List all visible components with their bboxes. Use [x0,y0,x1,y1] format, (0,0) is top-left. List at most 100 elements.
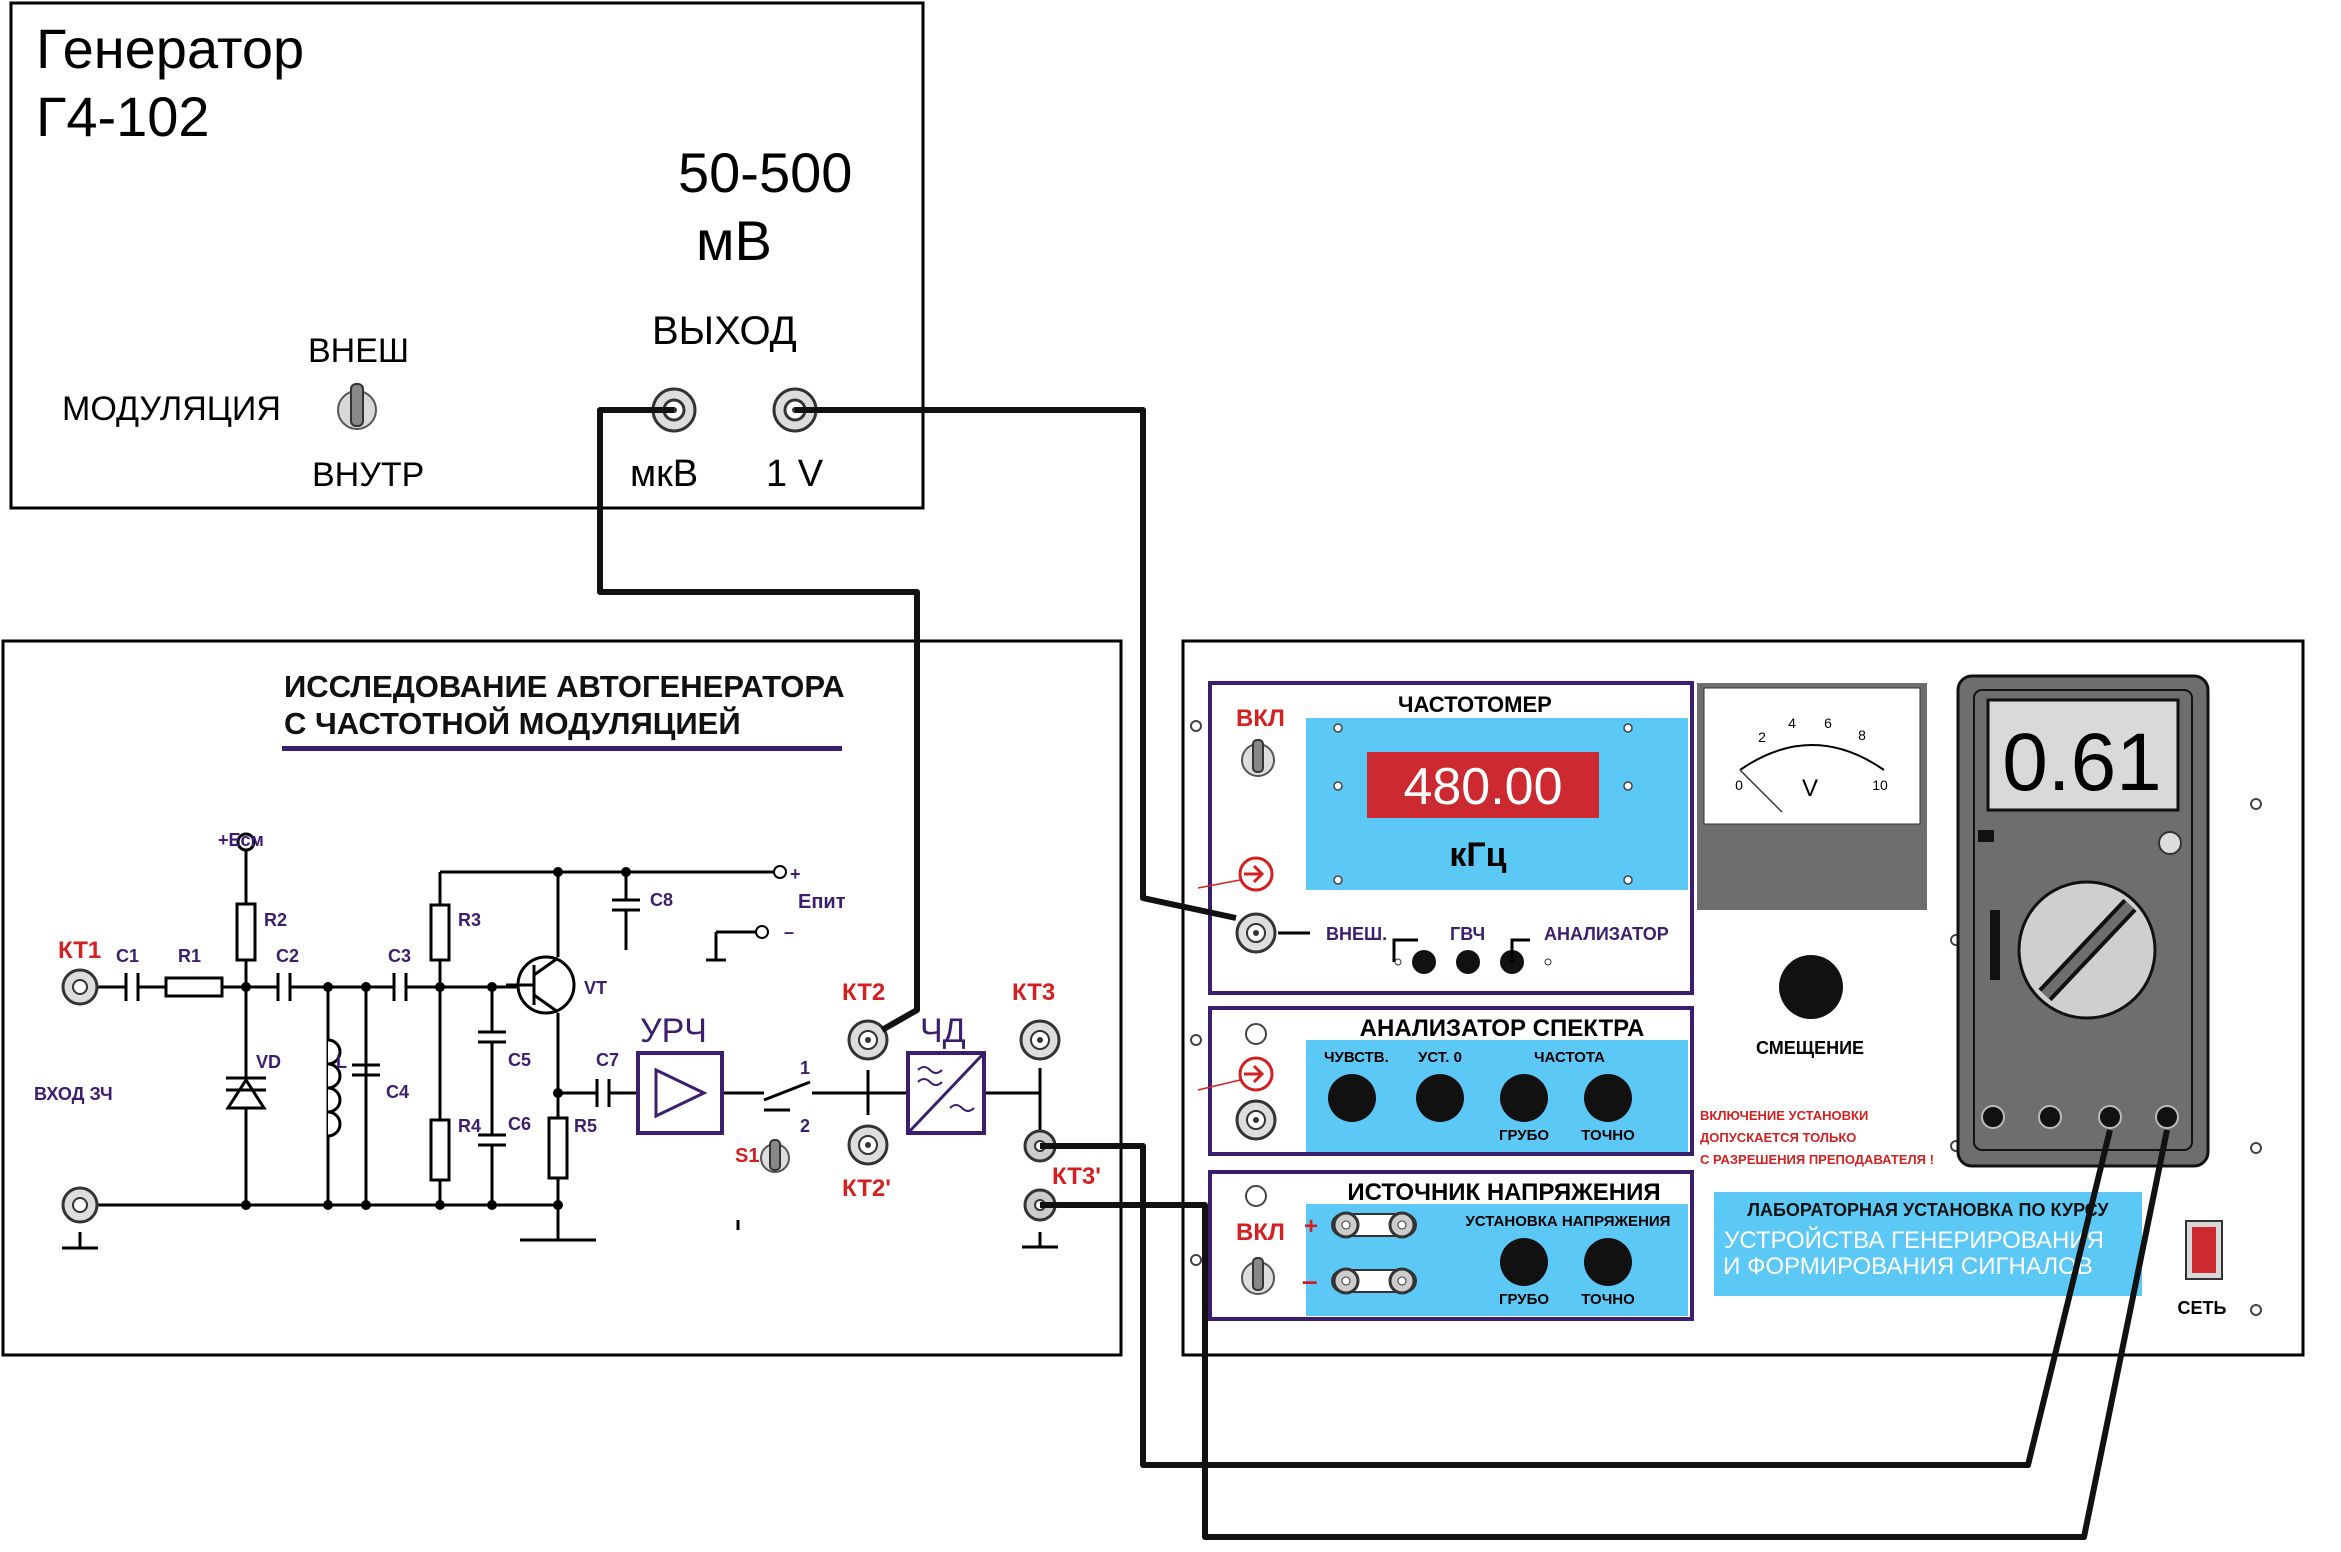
supply-plus-terminals[interactable] [1331,1211,1417,1239]
jack-kt2-icon[interactable] [847,1019,889,1061]
modulation-ext-label: ВНЕШ [308,332,409,370]
freq-ext-jack-icon[interactable] [1235,912,1277,954]
voltage-supply-panel: ИСТОЧНИК НАПРЯЖЕНИЯ ВКЛ + – УСТАНОВКА НА… [1208,1170,1694,1321]
cable-gen-1v-to-freq-ext [795,407,1237,921]
inductor-l-icon [327,1038,342,1138]
cable-gen-mkv-to-kt2 [597,407,920,1033]
label-r3: R3 [458,910,481,930]
spectrum-title: АНАЛИЗАТОР СПЕКТРА [1360,1015,1645,1042]
voltmeter-unit: V [1802,775,1818,802]
freq-source-selector[interactable] [1392,938,1552,974]
label-c2: C2 [276,946,299,966]
label-c4: C4 [386,1082,409,1102]
supply-fine-knob[interactable] [1584,1238,1632,1286]
freq-meter-on-label: ВКЛ [1236,705,1285,732]
generator-title-2: Г4-102 [36,85,210,148]
notice-line-3: С РАЗРЕШЕНИЯ ПРЕПОДАВАТЕЛЯ ! [1700,1152,1934,1167]
modulation-label: МОДУЛЯЦИЯ [62,390,281,428]
jack-kt3-icon[interactable] [1019,1019,1061,1061]
switch-pos-1: 1 [800,1058,810,1078]
input-zch-label: ВХОД ЗЧ [34,1084,113,1104]
multimeter-range-dial[interactable] [2017,880,2157,1020]
spectrum-sens-knob[interactable] [1328,1074,1376,1122]
generator-output-label: ВЫХОД [652,309,797,353]
generator-title-1: Генератор [36,17,304,80]
supply-fine-label: ТОЧНО [1581,1291,1635,1308]
frequency-meter-panel: ЧАСТОТОМЕР ВКЛ 480.00 кГц [1197,681,1694,995]
spectrum-input-jack-icon[interactable] [1235,1099,1277,1141]
voltmeter-tick-8: 8 [1858,727,1866,743]
cable-kt3p-to-multimeter [1040,1129,2170,1540]
voltmeter-tick-2: 2 [1758,729,1766,745]
voltmeter-tick-6: 6 [1824,715,1832,731]
jack-kt2p-icon[interactable] [847,1124,889,1166]
voltmeter-tick-10: 10 [1872,777,1888,793]
resistor-r4 [429,1118,451,1182]
lab-plate-line-2: УСТРОЙСТВА ГЕНЕРИРОВАНИЯ [1724,1226,2104,1254]
supply-on-label: ВКЛ [1236,1219,1285,1246]
supply-coarse-label: ГРУБО [1499,1291,1549,1308]
supply-set-label: УСТАНОВКА НАПРЯЖЕНИЯ [1466,1213,1671,1230]
spectrum-zero-knob[interactable] [1416,1074,1464,1122]
bias-knob[interactable] [1779,955,1843,1019]
generator-range-unit: мВ [696,209,772,272]
kt2-label: КТ2 [842,979,885,1006]
transistor-vt-icon [506,955,576,1015]
jack-kt1-icon[interactable] [61,968,99,1006]
switch-s1-toggle[interactable] [760,1139,790,1173]
spectrum-freq-coarse-knob[interactable] [1500,1074,1548,1122]
label-c8: C8 [650,890,673,910]
chd-label: ЧД [920,1012,966,1050]
freq-analyzer-label: АНАЛИЗАТОР [1544,924,1669,944]
label-r2: R2 [264,910,287,930]
amplifier-urch-block [636,1051,724,1135]
board-title-2: С ЧАСТОТНОЙ МОДУЛЯЦИЕЙ [284,705,741,741]
mains-label: СЕТЬ [2178,1298,2227,1318]
kt1-label: КТ1 [58,937,101,964]
label-c3: C3 [388,946,411,966]
bias-label: СМЕЩЕНИЕ [1756,1038,1864,1058]
label-l: L [336,1052,347,1072]
voltmeter-tick-4: 4 [1788,715,1796,731]
supply-title: ИСТОЧНИК НАПРЯЖЕНИЯ [1347,1179,1660,1206]
freq-input-icon [1197,856,1274,892]
supply-power-toggle[interactable] [1241,1257,1275,1295]
label-c7: C7 [596,1050,619,1070]
label-r4: R4 [458,1116,481,1136]
circuit-board: ИССЛЕДОВАНИЕ АВТОГЕНЕРАТОРА С ЧАСТОТНОЙ … [1,639,1123,1357]
resistor-r5 [547,1116,569,1180]
freq-unit: кГц [1449,836,1506,874]
modulation-toggle[interactable] [337,383,377,430]
label-vd: VD [256,1052,281,1072]
e-pit-label: Eпит [798,891,846,913]
jack-input-zch-icon[interactable] [61,1186,99,1224]
switch-pos-2: 2 [800,1116,810,1136]
freq-meter-power-toggle[interactable] [1241,739,1275,777]
notice-line-2: ДОПУСКАЕТСЯ ТОЛЬКО [1700,1130,1856,1145]
voltmeter-tick-0: 0 [1735,777,1743,793]
board-title-1: ИССЛЕДОВАНИЕ АВТОГЕНЕРАТОРА [284,669,845,704]
spectrum-sens-label: ЧУВСТВ. [1324,1049,1389,1066]
spectrum-coarse-label: ГРУБО [1499,1127,1549,1144]
resistors [164,902,569,1182]
analog-voltmeter: 0 2 4 6 8 10 V [1697,683,1927,910]
label-vt: VT [584,978,607,998]
capacitors [124,898,640,1147]
lab-stand: ЧАСТОТОМЕР ВКЛ 480.00 кГц [1181,639,2305,1357]
label-r1: R1 [178,946,201,966]
multimeter-jacks[interactable] [1981,1105,2179,1129]
urch-label: УРЧ [640,1012,707,1050]
supply-minus-label: – [1302,1265,1318,1296]
mains-power-switch[interactable] [2185,1220,2223,1280]
spectrum-freq-fine-knob[interactable] [1584,1074,1632,1122]
digital-multimeter: 0.61 [1956,674,2210,1168]
jack-mkv-label: мкВ [630,453,698,495]
kt3-label: КТ3 [1012,979,1055,1006]
supply-minus-terminals[interactable] [1331,1267,1417,1295]
modulation-int-label: ВНУТР [312,456,424,494]
e-sm-terminal [236,832,256,852]
jack-1v-label: 1 V [766,453,824,495]
supply-coarse-knob[interactable] [1500,1238,1548,1286]
notice-line-1: ВКЛЮЧЕНИЕ УСТАНОВКИ [1700,1108,1868,1123]
